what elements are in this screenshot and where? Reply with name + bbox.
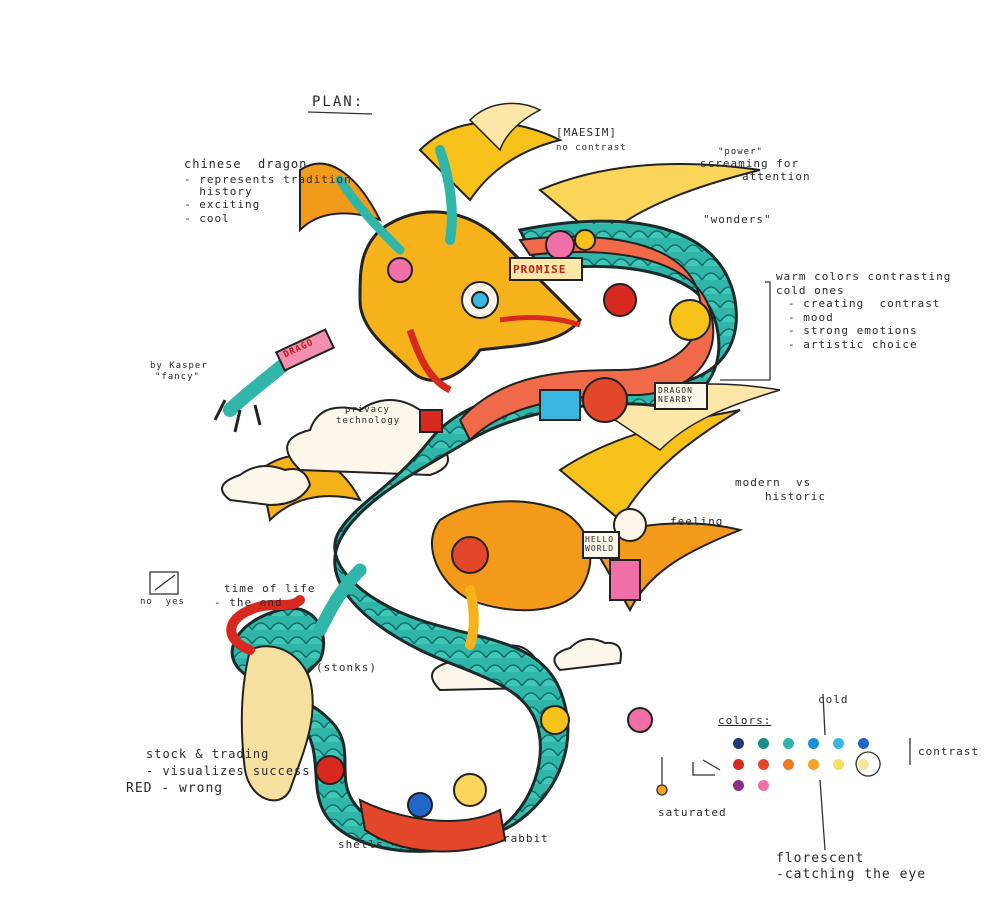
note-stock-1: stock & trading [146,747,270,761]
note-saturated: saturated [658,806,727,819]
note-stock-3: RED - wrong [126,781,224,796]
color-swatch [783,759,794,770]
hello-world-sign [582,531,620,559]
note-represents: - represents tradition [184,173,352,186]
note-stonks: (stonks) [316,661,377,674]
hello-world-text: HELLO WORLD [585,535,615,553]
note-modern: modern vs [735,476,812,489]
note-historic: historic [765,490,826,503]
note-fancy: "fancy" [155,372,200,382]
color-swatch [833,759,844,770]
note-power: "power" [718,147,763,157]
note-history: history [184,185,253,198]
note-cold: cold [818,693,849,706]
note-warm-5: - strong emotions [788,324,918,337]
note-warm-1: warm colors contrasting [776,270,952,283]
note-warm-3: - creating contrast [788,297,941,310]
note-warm-4: - mood [788,311,834,324]
note-cool: - cool [184,212,230,225]
note-privacy: privacy [345,405,390,415]
note-wonders: "wonders" [703,213,772,226]
note-the-end: - the end [214,596,283,609]
note-fluorescent-2: -catching the eye [776,867,927,882]
color-swatch [733,780,744,791]
note-colors: colors: [718,714,772,727]
note-rabbit: rabbit [503,832,549,845]
sketch-lines [149,111,911,851]
color-swatch [858,759,869,770]
note-contrast: contrast [918,745,979,758]
color-swatch [783,738,794,749]
color-swatch [758,759,769,770]
note-fluorescent-1: florescent [776,851,865,866]
collage-details [315,229,711,818]
drago-tag [274,328,336,372]
color-swatch [733,738,744,749]
note-warm-6: - artistic choice [788,338,918,351]
note-technology: technology [336,416,401,426]
note-shells: shells → [338,838,399,851]
note-attention: attention [742,170,811,183]
note-time-of-life: time of life [224,582,316,595]
color-swatch [808,759,819,770]
note-chinese-dragon: chinese dragon [184,157,308,171]
note-warm-2: cold ones [776,284,845,297]
dragon-body [230,219,738,853]
dragon-nearby-text: DRAGON NEARBY [658,386,693,404]
dragon-head [335,145,583,394]
dragon-nearby-sign [654,382,708,410]
color-swatch [733,759,744,770]
note-no-contrast: no contrast [556,143,627,153]
color-swatch [808,738,819,749]
plan-heading: PLAN: [312,94,365,110]
color-swatch [758,738,769,749]
note-feeling: feeling [670,515,724,528]
promise-sign-text: PROMISE [513,263,567,276]
color-swatch [833,738,844,749]
color-swatch [758,780,769,791]
note-no-yes: no yes [140,597,185,607]
note-stock-2: - visualizes success [146,764,311,778]
promise-sign [509,257,583,281]
note-by-kasper: by Kasper [150,361,208,371]
note-exciting: - exciting [184,198,261,211]
note-screaming: screaming for [700,157,800,170]
color-swatch [858,738,869,749]
note-stamp: [MAESIM] [556,126,617,139]
tail-tip [226,595,305,655]
